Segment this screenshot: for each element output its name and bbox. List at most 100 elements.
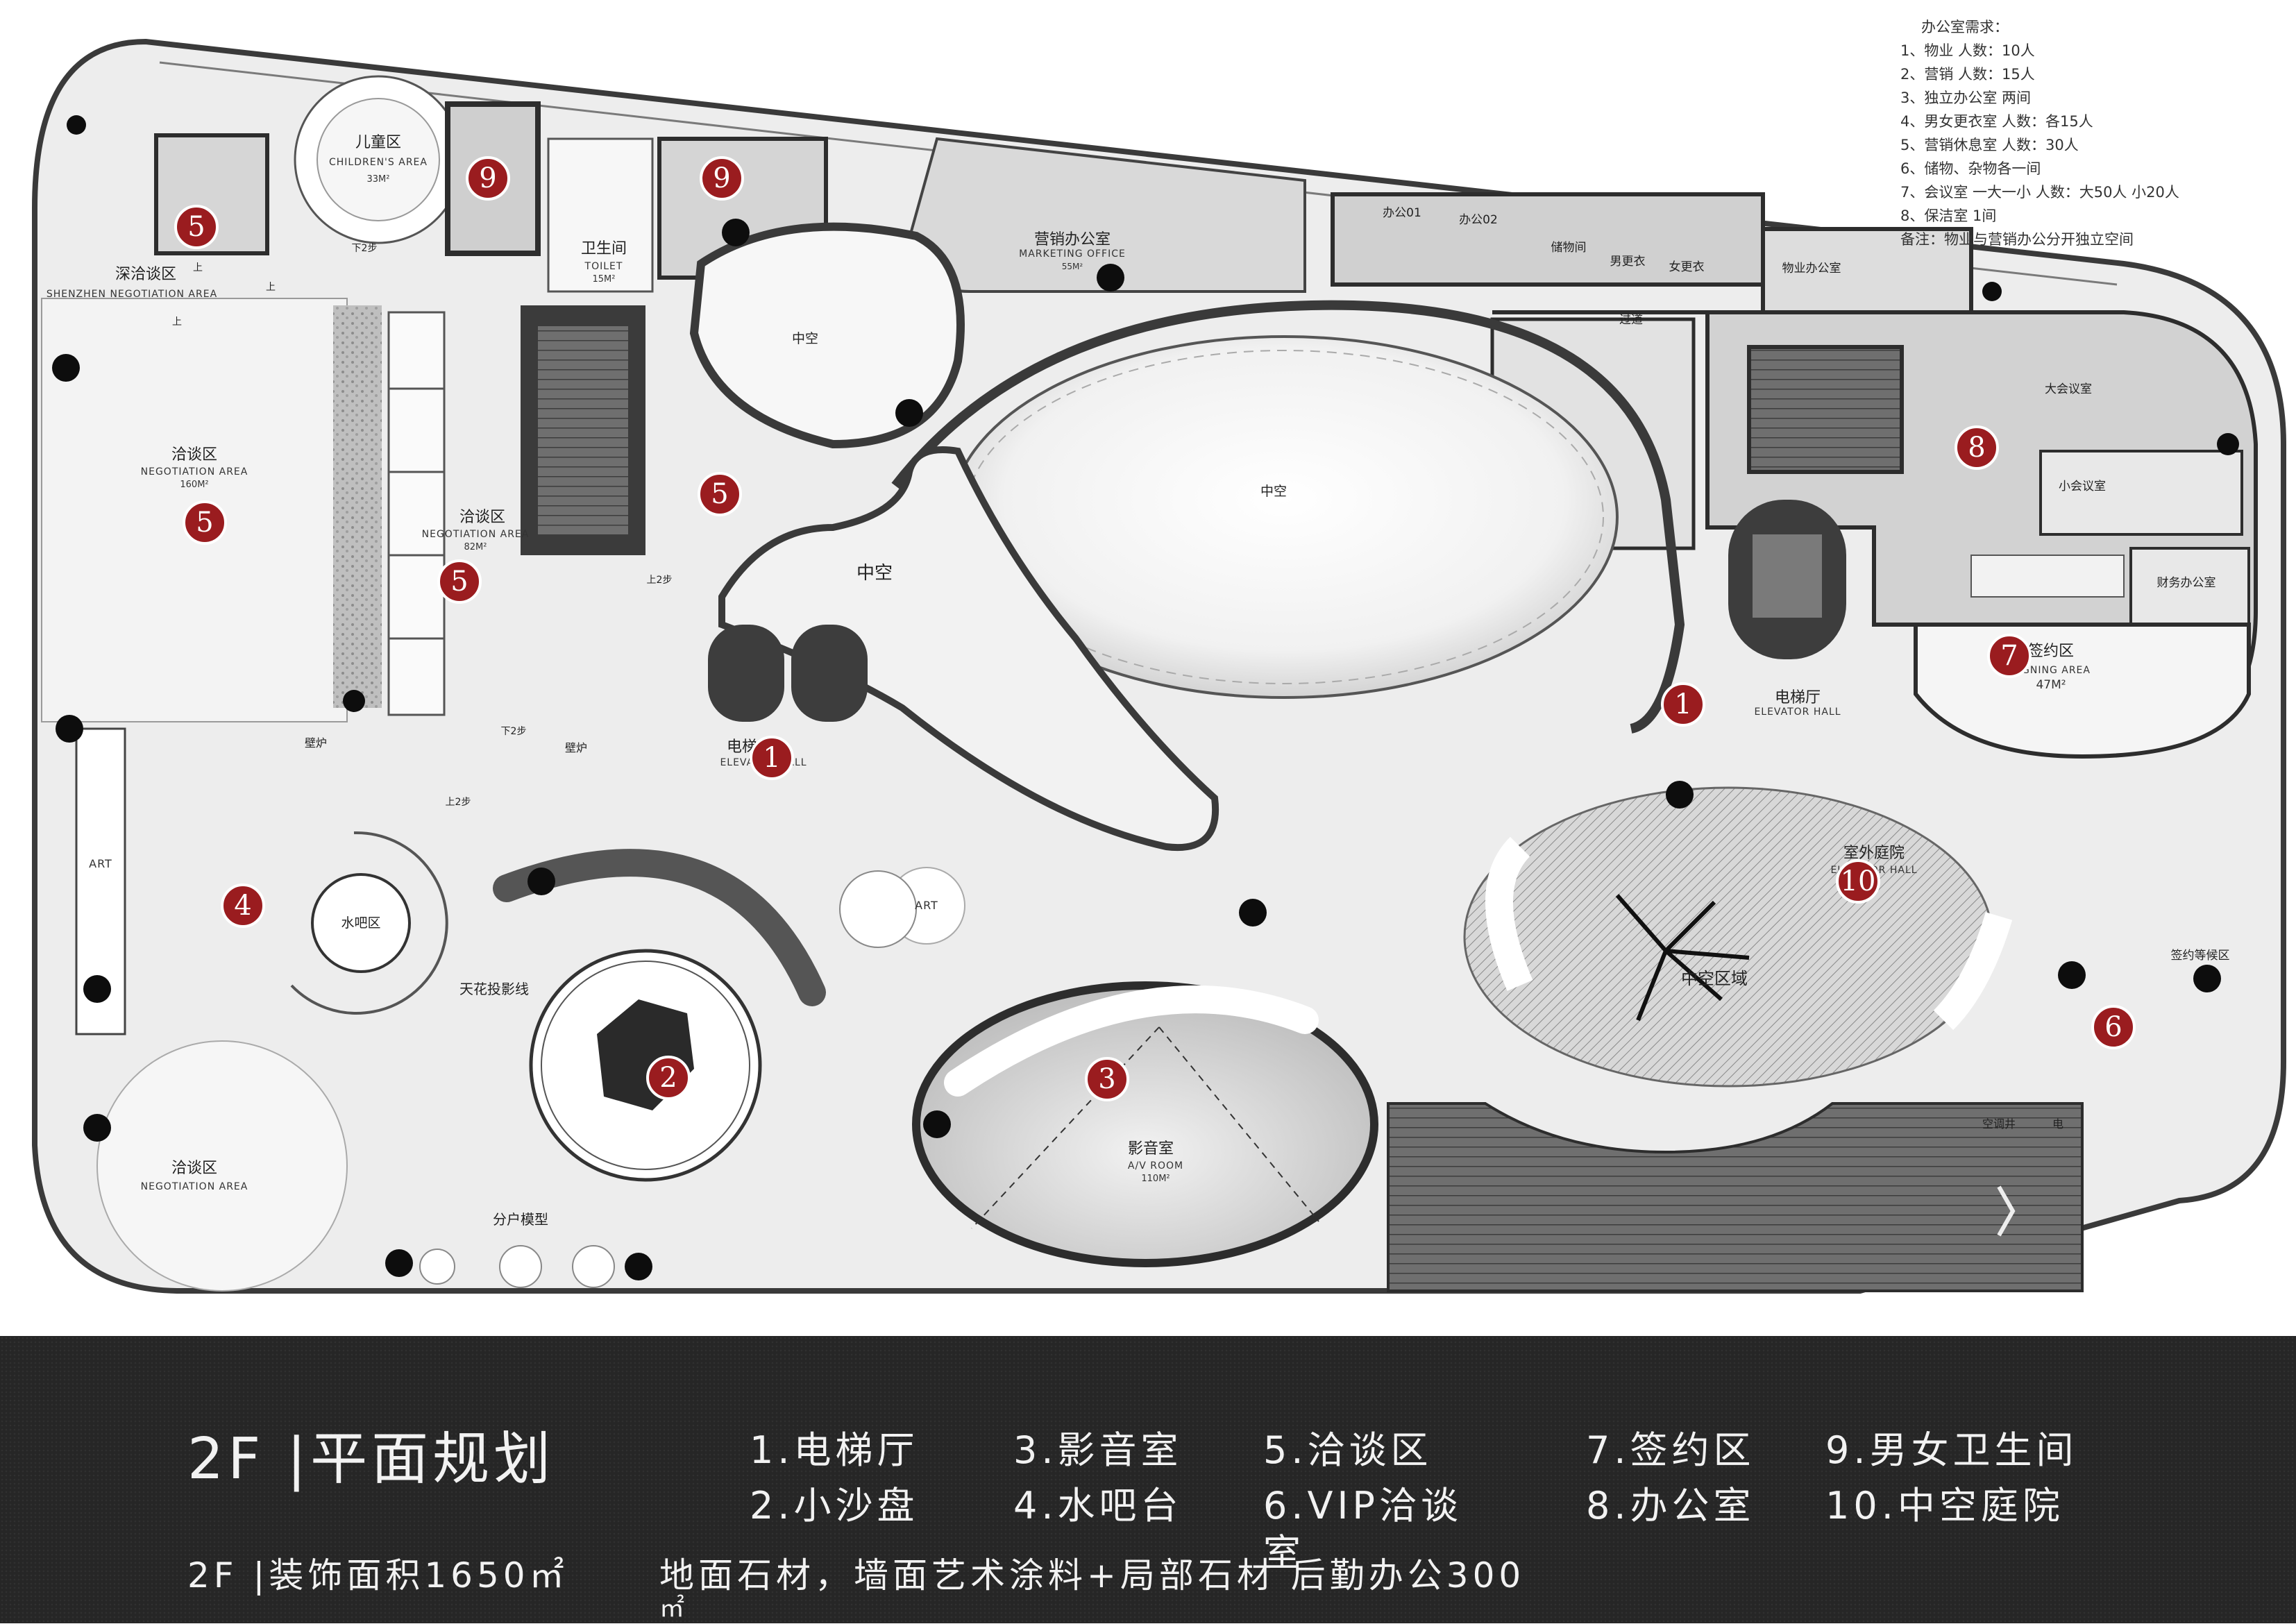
label-av-en: A/V ROOM (1128, 1160, 1183, 1172)
marker-5-left[interactable]: 5 (183, 500, 227, 545)
label-small-meeting: 小会议室 (2059, 480, 2106, 493)
legend-item-10: 10.中空庭院 (1825, 1484, 2064, 1528)
notes-item: 5、营销休息室 人数：30人 (1900, 137, 2079, 153)
label-signing-area: 47M² (2036, 678, 2066, 692)
toilet-room[interactable] (547, 137, 654, 293)
label-storage: 储物间 (1551, 241, 1587, 255)
label-fireplace-2: 壁炉 (565, 741, 587, 754)
label-av: 影音室 (1128, 1140, 1174, 1158)
marker-9-right[interactable]: 9 (700, 156, 744, 201)
legend-item-7: 7.签约区 (1586, 1428, 1755, 1472)
label-signing-en: SIGNING AREA (2011, 665, 2091, 676)
footer-materials-unit: ㎡ (659, 1594, 689, 1623)
office-row[interactable] (1331, 192, 1765, 287)
legend-item-8: 8.办公室 (1586, 1484, 1755, 1528)
label-step-up-1: 上2步 (647, 575, 673, 586)
notes-item: 1、物业 人数：10人 (1900, 42, 2035, 59)
svg-text:1: 1 (763, 742, 780, 774)
legend-item-5: 5.洽谈区 (1263, 1428, 1433, 1472)
notes-item: 7、会议室 一大一小 人数：大50人 小20人 (1900, 184, 2179, 201)
notes-item: 8、保洁室 1间 (1900, 208, 1997, 224)
label-negotiation-3-en: NEGOTIATION AREA (141, 1181, 248, 1192)
footer-area-prefix: 2F (187, 1555, 238, 1596)
label-shenzhen-en: SHENZHEN NEGOTIATION AREA (47, 289, 217, 300)
stair-bottom-right (1387, 1102, 2084, 1292)
label-signing-wait: 签约等候区 (2171, 949, 2230, 963)
svg-text:9: 9 (713, 162, 730, 194)
label-fireplace-1: 壁炉 (305, 736, 327, 750)
label-female-locker: 女更衣 (1669, 260, 1705, 274)
notes-item: 2、营销 人数：15人 (1900, 66, 2035, 83)
legend-item-6-wrap: 室 (1263, 1531, 1305, 1575)
svg-text:3: 3 (1098, 1063, 1115, 1095)
label-marketing: 营销办公室 (1034, 231, 1111, 248)
marker-6[interactable]: 6 (2091, 1005, 2136, 1049)
label-void-3: 中空 (856, 563, 893, 584)
svg-text:5: 5 (450, 566, 468, 598)
elevator-left-a[interactable] (708, 625, 784, 722)
svg-text:5: 5 (196, 507, 213, 539)
label-signing: 签约区 (2028, 643, 2074, 660)
label-finance: 财务办公室 (2157, 576, 2216, 590)
stair-core-right (1747, 345, 1904, 474)
legend-item-2: 2.小沙盘 (750, 1484, 919, 1528)
void-s-curve (718, 446, 1219, 852)
elevator-left-b[interactable] (791, 625, 868, 722)
marker-5-void[interactable]: 5 (698, 472, 742, 516)
label-shenzhen: 深洽谈区 (115, 266, 176, 283)
legend-item-9: 9.男女卫生间 (1825, 1428, 2078, 1472)
label-central-void: 中空区域 (1681, 969, 1748, 988)
svg-text:8: 8 (1968, 432, 1985, 464)
marker-10[interactable]: 10 (1836, 859, 1880, 904)
svg-text:6: 6 (2104, 1011, 2122, 1043)
label-step-up-5: 上 (266, 282, 276, 293)
marker-1-right[interactable]: 1 (1661, 682, 1705, 727)
marker-1-left[interactable]: 1 (750, 736, 794, 780)
marker-9-left[interactable]: 9 (466, 156, 510, 201)
marker-8[interactable]: 8 (1955, 425, 1999, 470)
label-art-2: ART (915, 899, 938, 912)
label-negotiation-1-en: NEGOTIATION AREA (141, 466, 248, 477)
marker-5-center[interactable]: 5 (437, 559, 482, 604)
label-step-up-4: 上 (172, 316, 182, 328)
legend-item-3: 3.影音室 (1013, 1428, 1183, 1472)
office-requirements-notes: 办公室需求： 1、物业 人数：10人 2、营销 人数：15人 3、独立办公室 两… (1900, 15, 2289, 251)
legend-item-4: 4.水吧台 (1013, 1484, 1183, 1528)
small-meeting-room[interactable] (2039, 450, 2243, 536)
label-negotiation-1: 洽谈区 (171, 446, 217, 464)
label-children-area: 33M² (367, 174, 390, 185)
legend-item-6: 6.VIP洽谈 (1263, 1484, 1462, 1528)
svg-text:5: 5 (187, 211, 205, 243)
label-elevator-right: 电梯厅 (1775, 689, 1821, 707)
label-big-meeting: 大会议室 (2045, 382, 2092, 396)
footer-title-text: 平面规划 (310, 1426, 555, 1492)
outdoor-courtyard[interactable] (1463, 786, 1993, 1088)
notes-title: 办公室需求： (1921, 19, 2009, 35)
notes-item: 6、储物、杂物各一间 (1900, 160, 2041, 177)
svg-text:5: 5 (711, 478, 728, 510)
footer-title-divider: | (287, 1426, 311, 1492)
label-toilet: 卫生间 (581, 240, 627, 257)
marker-7[interactable]: 7 (1987, 634, 2032, 678)
negotiation-circle-bottom[interactable] (96, 1040, 348, 1292)
label-electric: 电 (2052, 1117, 2063, 1131)
curved-wall (493, 849, 826, 1006)
label-office02: 办公02 (1459, 213, 1498, 227)
label-marketing-en: MARKETING OFFICE (1019, 248, 1126, 260)
void-upper-left (689, 222, 965, 449)
legend-footer: 2F |平面规划 1.电梯厅 2.小沙盘 3.影音室 4.水吧台 5.洽谈区 6… (0, 1336, 2296, 1623)
marker-5-shenzhen[interactable]: 5 (174, 205, 219, 249)
label-step-up-2: 上2步 (446, 797, 471, 808)
label-unit-model: 分户模型 (493, 1211, 548, 1228)
marker-2[interactable]: 2 (646, 1056, 691, 1100)
water-bar[interactable] (290, 831, 448, 1015)
columns (52, 115, 2239, 1280)
finance-office[interactable] (2129, 547, 2250, 633)
marker-4[interactable]: 4 (221, 883, 265, 928)
marker-3[interactable]: 3 (1085, 1057, 1129, 1101)
label-ceiling-line: 天花投影线 (459, 981, 529, 997)
label-elevator-right-en: ELEVATOR HALL (1754, 707, 1841, 718)
svg-text:10: 10 (1841, 865, 1876, 897)
label-void-1: 中空 (792, 331, 818, 346)
label-step-up-3: 上 (193, 262, 203, 273)
